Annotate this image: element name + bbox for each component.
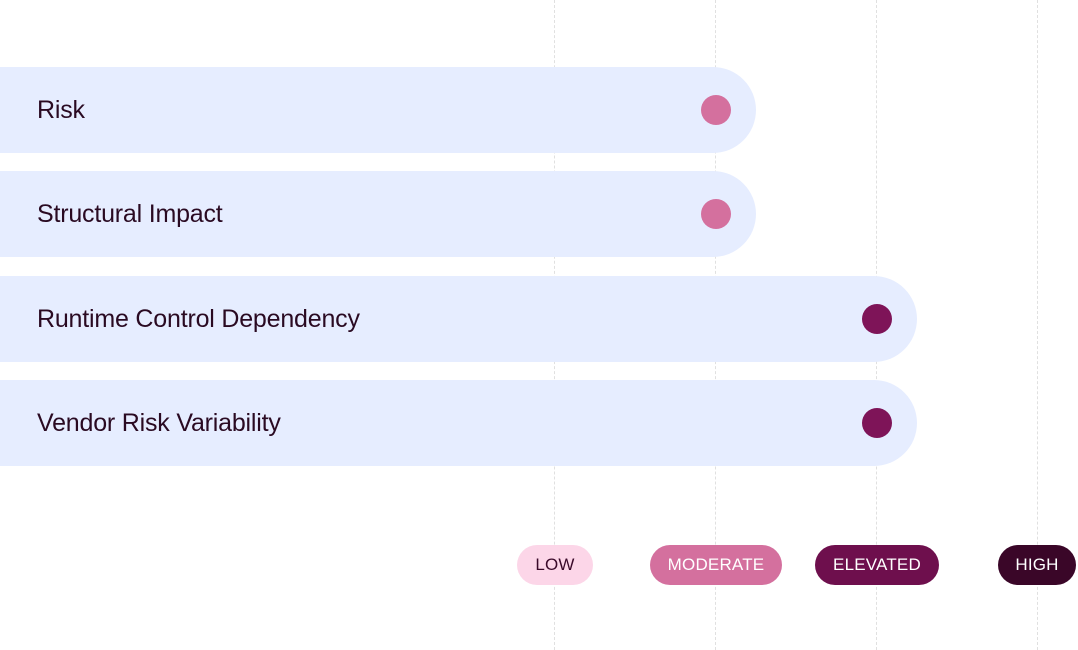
bar-row: Vendor Risk Variability xyxy=(0,380,917,466)
level-dot xyxy=(862,304,892,334)
bar-label: Runtime Control Dependency xyxy=(37,305,360,333)
bar-label: Vendor Risk Variability xyxy=(37,409,281,437)
bar-label: Risk xyxy=(37,96,85,124)
level-dot xyxy=(701,199,731,229)
legend-pill-high: HIGH xyxy=(998,545,1076,585)
legend-pill-elevated: ELEVATED xyxy=(815,545,939,585)
legend-pill-low: LOW xyxy=(517,545,593,585)
bar-label: Structural Impact xyxy=(37,200,223,228)
bar-row: Runtime Control Dependency xyxy=(0,276,917,362)
legend-pill-moderate: MODERATE xyxy=(650,545,782,585)
gridline-high xyxy=(1037,0,1039,650)
level-dot xyxy=(701,95,731,125)
bar-row: Structural Impact xyxy=(0,171,756,257)
bar-row: Risk xyxy=(0,67,756,153)
level-dot xyxy=(862,408,892,438)
